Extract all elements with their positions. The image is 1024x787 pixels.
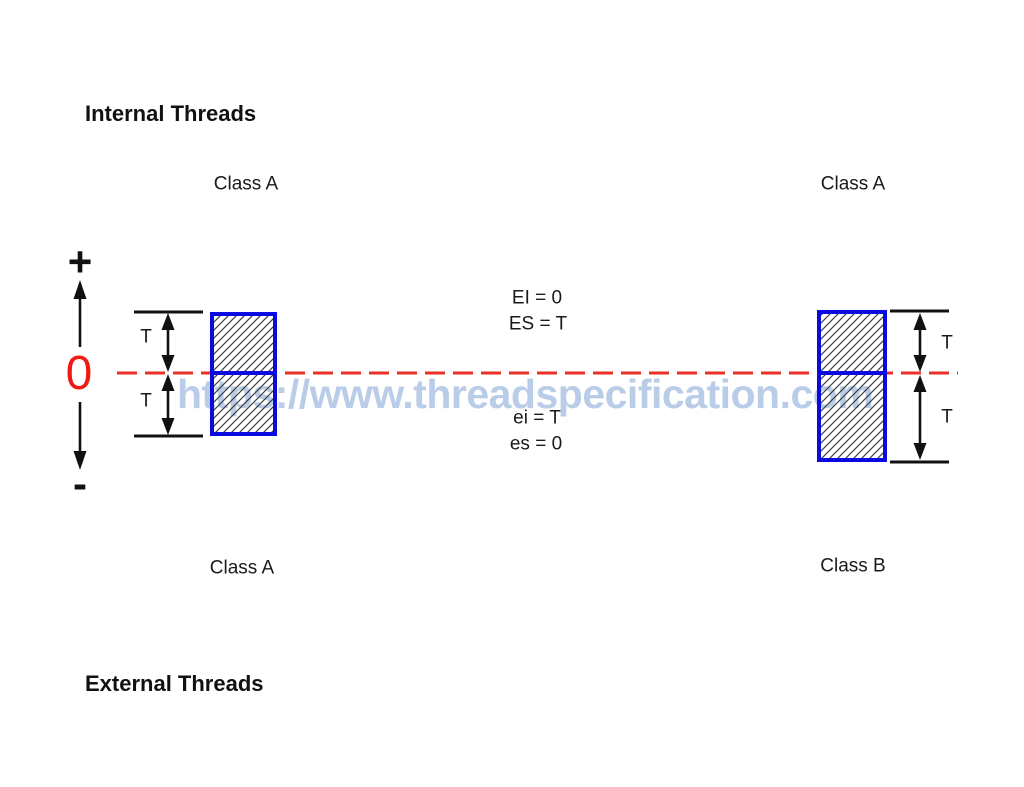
external-threads-title: External Threads bbox=[85, 671, 264, 696]
axis-arrows bbox=[73, 280, 87, 470]
tolerance-T-left-lower: T bbox=[140, 390, 152, 412]
class-label-top-right: Class A bbox=[820, 173, 886, 195]
dim-arrowhead-icon bbox=[161, 418, 175, 435]
tolerance-zone-right bbox=[817, 310, 887, 462]
class-label-bottom-left: Class A bbox=[209, 557, 275, 579]
plus-symbol: + bbox=[67, 238, 93, 285]
zero-symbol: 0 bbox=[65, 347, 93, 400]
tolerance-T-right-lower: T bbox=[941, 406, 953, 428]
dim-arrowhead-icon bbox=[913, 443, 927, 460]
deviation-ES: ES = T bbox=[508, 313, 568, 335]
deviation-ei: ei = T bbox=[513, 407, 561, 429]
deviation-EI: EI = 0 bbox=[511, 287, 563, 309]
axis-up-arrowhead-icon bbox=[73, 280, 87, 299]
dim-arrowhead-icon bbox=[161, 313, 175, 330]
class-label-bottom-right: Class B bbox=[820, 555, 886, 577]
dim-arrowhead-icon bbox=[161, 374, 175, 391]
watermark-text: https://www.threadspecification.com bbox=[177, 371, 874, 417]
axis-down-arrowhead-icon bbox=[73, 451, 87, 470]
class-label-top-left: Class A bbox=[213, 173, 279, 195]
dimension-left bbox=[134, 310, 203, 438]
tolerance-zone-right-rect bbox=[817, 310, 887, 462]
tolerance-T-left-upper: T bbox=[140, 326, 152, 348]
tolerance-zone-left bbox=[210, 312, 277, 436]
deviation-es: es = 0 bbox=[509, 433, 563, 455]
minus-symbol: - bbox=[73, 460, 87, 507]
tolerance-T-right-upper: T bbox=[941, 332, 953, 354]
dim-arrowhead-icon bbox=[913, 313, 927, 330]
internal-threads-title: Internal Threads bbox=[85, 101, 257, 126]
dimension-right bbox=[890, 309, 949, 464]
dim-arrowhead-icon bbox=[913, 355, 927, 372]
dim-arrowhead-icon bbox=[913, 375, 927, 392]
dim-arrowhead-icon bbox=[161, 355, 175, 372]
